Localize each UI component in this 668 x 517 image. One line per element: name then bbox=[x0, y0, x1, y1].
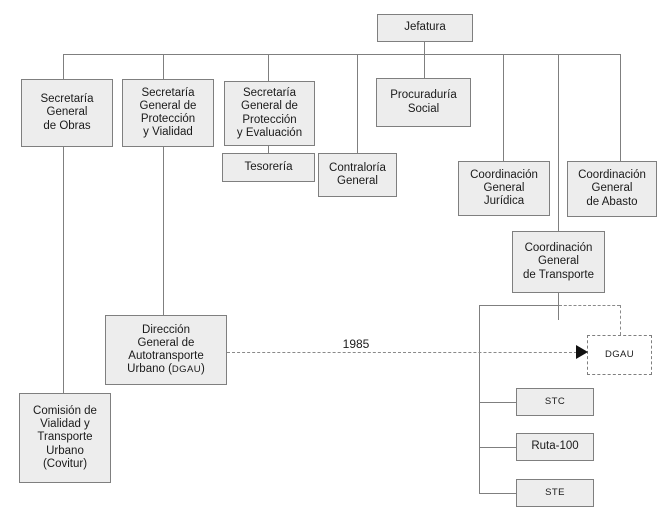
connector-drop-transporte bbox=[558, 54, 559, 231]
connector-evaluacion-tesoreria bbox=[268, 145, 269, 153]
connector-drop-vialidad bbox=[163, 54, 164, 79]
connector-vialidad-direccion bbox=[163, 146, 164, 315]
node-direccion-label: Dirección General de Autotransporte bbox=[128, 323, 204, 362]
connector-drop-abasto bbox=[620, 54, 621, 161]
node-ste: STE bbox=[516, 479, 594, 507]
node-dgau-label: DGAU bbox=[604, 349, 635, 361]
connector-bracket-vertical bbox=[479, 305, 480, 494]
connector-main-horizontal bbox=[63, 54, 621, 55]
node-procuraduria-social-label: Procuraduría Social bbox=[390, 89, 457, 115]
node-comision-vialidad-transporte-covitur: Comisión de Vialidad y Transporte Urbano… bbox=[19, 393, 111, 483]
node-coordinacion-general-transporte: Coordinación General de Transporte bbox=[512, 231, 605, 293]
node-secretaria-general-de-obras: Secretaría General de Obras bbox=[21, 79, 113, 147]
connector-obras-covitur bbox=[63, 146, 64, 393]
node-secretaria-vialidad-label: Secretaría General de Protección y Viali… bbox=[139, 86, 197, 139]
node-stc-label: STC bbox=[544, 396, 566, 408]
node-direccion-last-line-prefix: Urbano ( bbox=[127, 363, 172, 376]
connector-transporte-stub bbox=[558, 293, 559, 320]
node-coordinacion-juridica-label: Coordinación General Jurídica bbox=[470, 168, 538, 208]
node-secretaria-evaluacion-label: Secretaría General de Protección y Evalu… bbox=[236, 87, 303, 139]
node-coordinacion-general-juridica: Coordinación General Jurídica bbox=[458, 161, 550, 216]
node-jefatura: Jefatura bbox=[377, 14, 473, 42]
node-ste-label: STE bbox=[545, 487, 565, 499]
dashed-connector-transporte-dgau-horizontal bbox=[559, 305, 620, 306]
node-tesoreria: Tesorería bbox=[222, 153, 315, 182]
node-tesoreria-label: Tesorería bbox=[244, 160, 293, 173]
connector-branch-stc bbox=[479, 402, 516, 403]
node-contraloria-label: Contraloría General bbox=[329, 161, 386, 187]
connector-drop-juridica bbox=[503, 54, 504, 161]
connector-bracket-top bbox=[479, 305, 559, 306]
node-covitur-label: Comisión de Vialidad y Transporte Urbano… bbox=[33, 404, 97, 470]
connector-branch-ruta-100 bbox=[479, 447, 516, 448]
connector-drop-obras bbox=[63, 54, 64, 79]
node-coordinacion-transporte-label: Coordinación General de Transporte bbox=[523, 242, 594, 281]
connector-drop-evaluacion bbox=[268, 54, 269, 81]
arrowhead-icon bbox=[576, 345, 588, 359]
year-label: 1985 bbox=[342, 337, 370, 351]
node-secretaria-proteccion-vialidad: Secretaría General de Protección y Viali… bbox=[122, 79, 214, 147]
dashed-connector-transporte-dgau-vertical bbox=[620, 305, 621, 335]
node-contraloria-general: Contraloría General bbox=[318, 153, 397, 197]
connector-branch-ste bbox=[479, 493, 516, 494]
node-direccion-acronym: DGAU bbox=[171, 364, 201, 376]
node-secretaria-proteccion-evaluacion: Secretaría General de Protección y Evalu… bbox=[224, 81, 315, 146]
node-direccion-last-line: Urbano (DGAU) bbox=[127, 363, 205, 376]
node-direccion-general-autotransporte-urbano: Dirección General de Autotransporte Urba… bbox=[105, 315, 227, 385]
dashed-arrow-1985-line bbox=[227, 352, 577, 353]
node-dgau-dashed: DGAU bbox=[587, 335, 652, 375]
node-coordinacion-abasto-label: Coordinación General de Abasto bbox=[578, 169, 646, 208]
node-ruta-100: Ruta-100 bbox=[516, 433, 594, 461]
connector-jefatura-procuraduria bbox=[424, 42, 425, 78]
node-jefatura-label: Jefatura bbox=[404, 21, 446, 34]
node-direccion-last-line-suffix: ) bbox=[200, 363, 205, 376]
node-coordinacion-general-abasto: Coordinación General de Abasto bbox=[567, 161, 657, 217]
node-ruta-100-label: Ruta-100 bbox=[531, 440, 579, 453]
node-stc: STC bbox=[516, 388, 594, 416]
connector-drop-contraloria bbox=[357, 54, 358, 153]
node-procuraduria-social: Procuraduría Social bbox=[376, 78, 471, 127]
node-secretaria-obras-label: Secretaría General de Obras bbox=[40, 93, 94, 132]
